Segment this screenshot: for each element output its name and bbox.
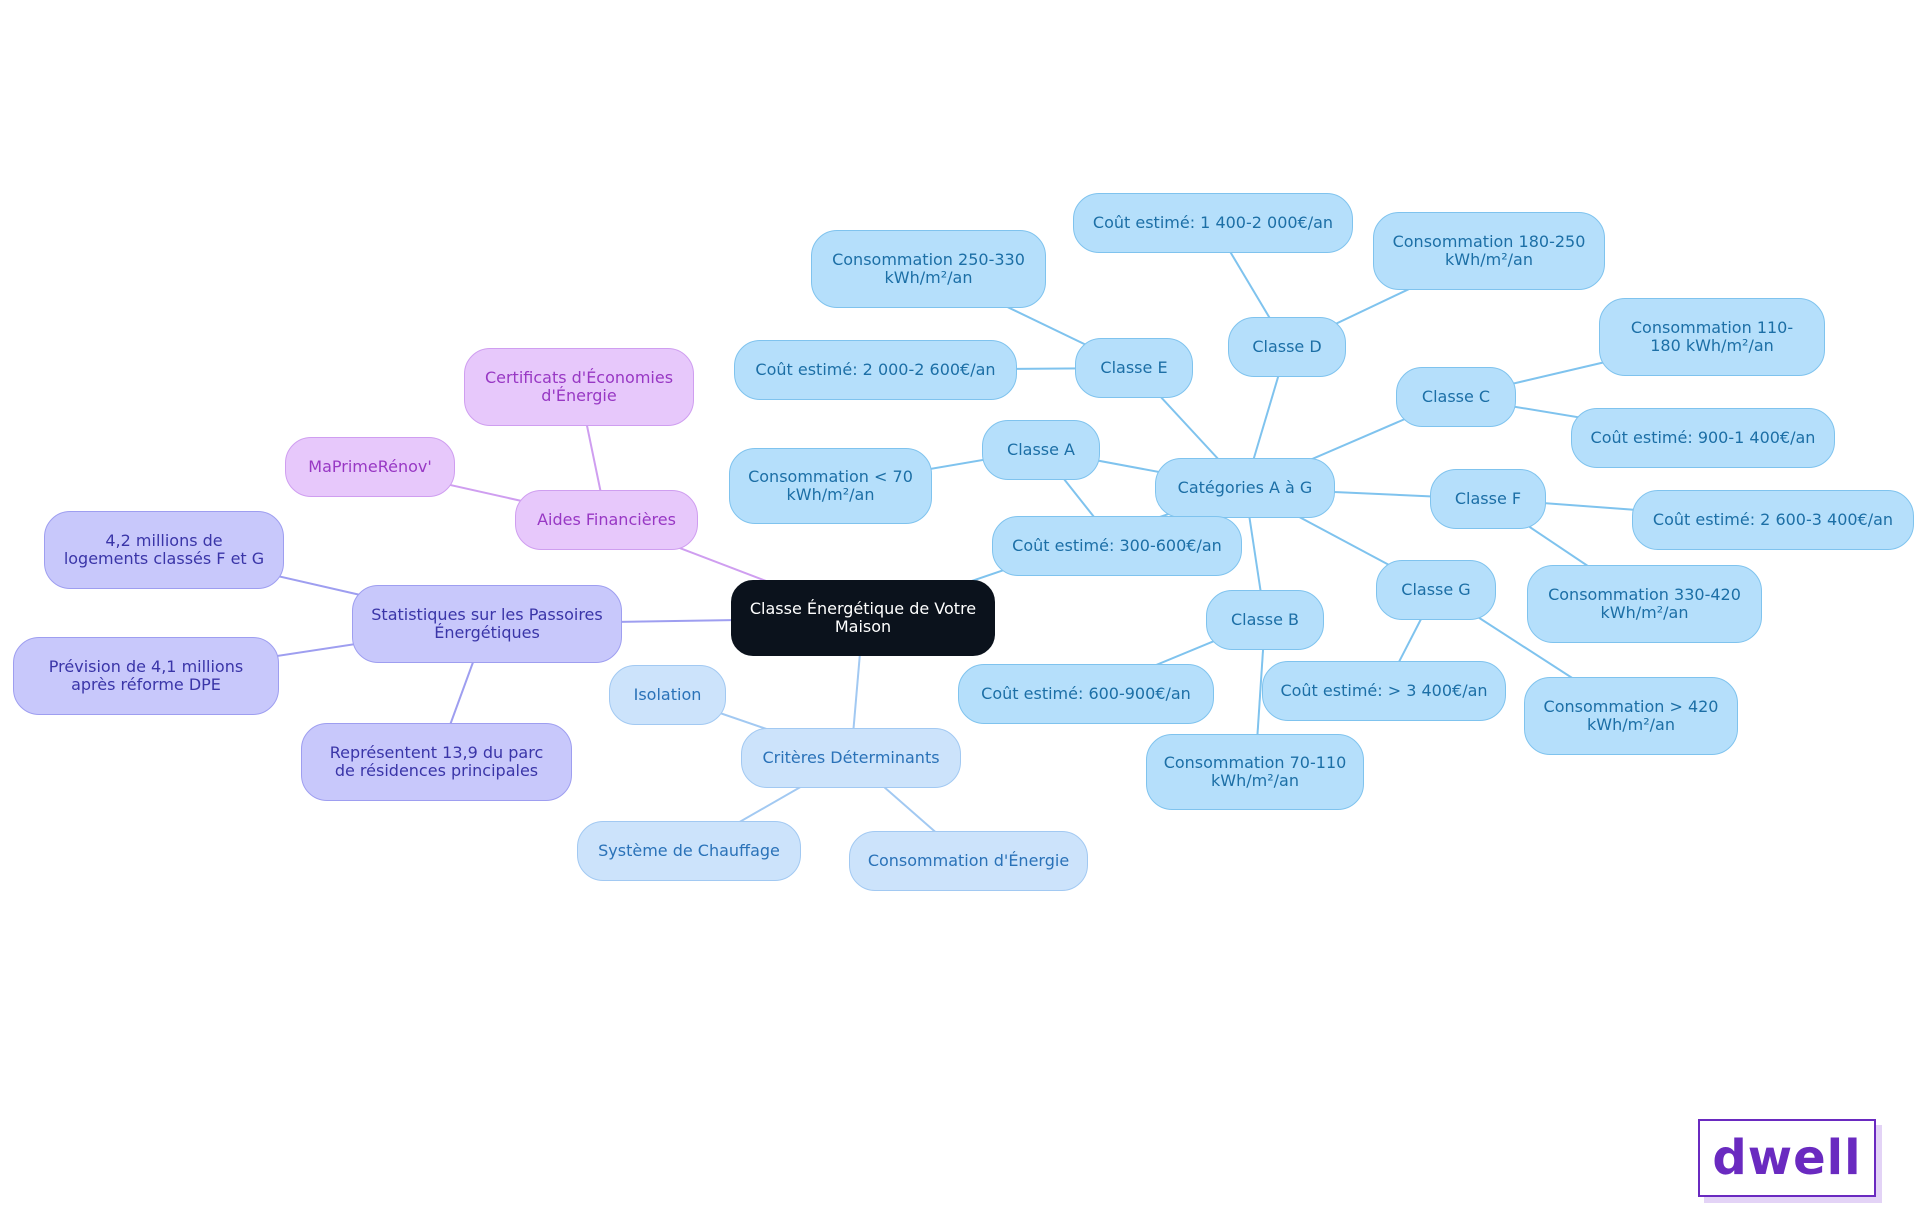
- node-root: Classe Énergétique de Votre Maison: [731, 580, 995, 656]
- node-a-cost: Coût estimé: 300-600€/an: [992, 516, 1242, 576]
- node-classG: Classe G: [1376, 560, 1496, 620]
- node-criteria: Critères Déterminants: [741, 728, 961, 788]
- node-stats: Statistiques sur les Passoires Énergétiq…: [352, 585, 622, 663]
- node-f-cons: Consommation 330-420 kWh/m²/an: [1527, 565, 1762, 643]
- node-f-cost: Coût estimé: 2 600-3 400€/an: [1632, 490, 1914, 550]
- node-stat2: Prévision de 4,1 millions après réforme …: [13, 637, 279, 715]
- node-e-cons: Consommation 250-330 kWh/m²/an: [811, 230, 1046, 308]
- node-g-cons: Consommation > 420 kWh/m²/an: [1524, 677, 1738, 755]
- node-categories: Catégories A à G: [1155, 458, 1335, 518]
- node-stat1: 4,2 millions de logements classés F et G: [44, 511, 284, 589]
- node-classC: Classe C: [1396, 367, 1516, 427]
- node-classB: Classe B: [1206, 590, 1324, 650]
- node-stat3: Représentent 13,9 du parc de résidences …: [301, 723, 572, 801]
- node-classF: Classe F: [1430, 469, 1546, 529]
- node-heating: Système de Chauffage: [577, 821, 801, 881]
- node-mpr: MaPrimeRénov': [285, 437, 455, 497]
- node-b-cost: Coût estimé: 600-900€/an: [958, 664, 1214, 724]
- node-b-cons: Consommation 70-110 kWh/m²/an: [1146, 734, 1364, 810]
- node-classD: Classe D: [1228, 317, 1346, 377]
- node-aids: Aides Financières: [515, 490, 698, 550]
- logo-text: dwell: [1712, 1130, 1862, 1186]
- node-cee: Certificats d'Économies d'Énergie: [464, 348, 694, 426]
- node-c-cost: Coût estimé: 900-1 400€/an: [1571, 408, 1835, 468]
- node-c-cons: Consommation 110-180 kWh/m²/an: [1599, 298, 1825, 376]
- node-e-cost: Coût estimé: 2 000-2 600€/an: [734, 340, 1017, 400]
- node-d-cost: Coût estimé: 1 400-2 000€/an: [1073, 193, 1353, 253]
- node-classA: Classe A: [982, 420, 1100, 480]
- node-d-cons: Consommation 180-250 kWh/m²/an: [1373, 212, 1605, 290]
- dwell-logo: dwell: [1698, 1119, 1876, 1197]
- node-g-cost: Coût estimé: > 3 400€/an: [1262, 661, 1506, 721]
- node-classE: Classe E: [1075, 338, 1193, 398]
- node-isolation: Isolation: [609, 665, 726, 725]
- node-energy: Consommation d'Énergie: [849, 831, 1088, 891]
- node-a-cons: Consommation < 70 kWh/m²/an: [729, 448, 932, 524]
